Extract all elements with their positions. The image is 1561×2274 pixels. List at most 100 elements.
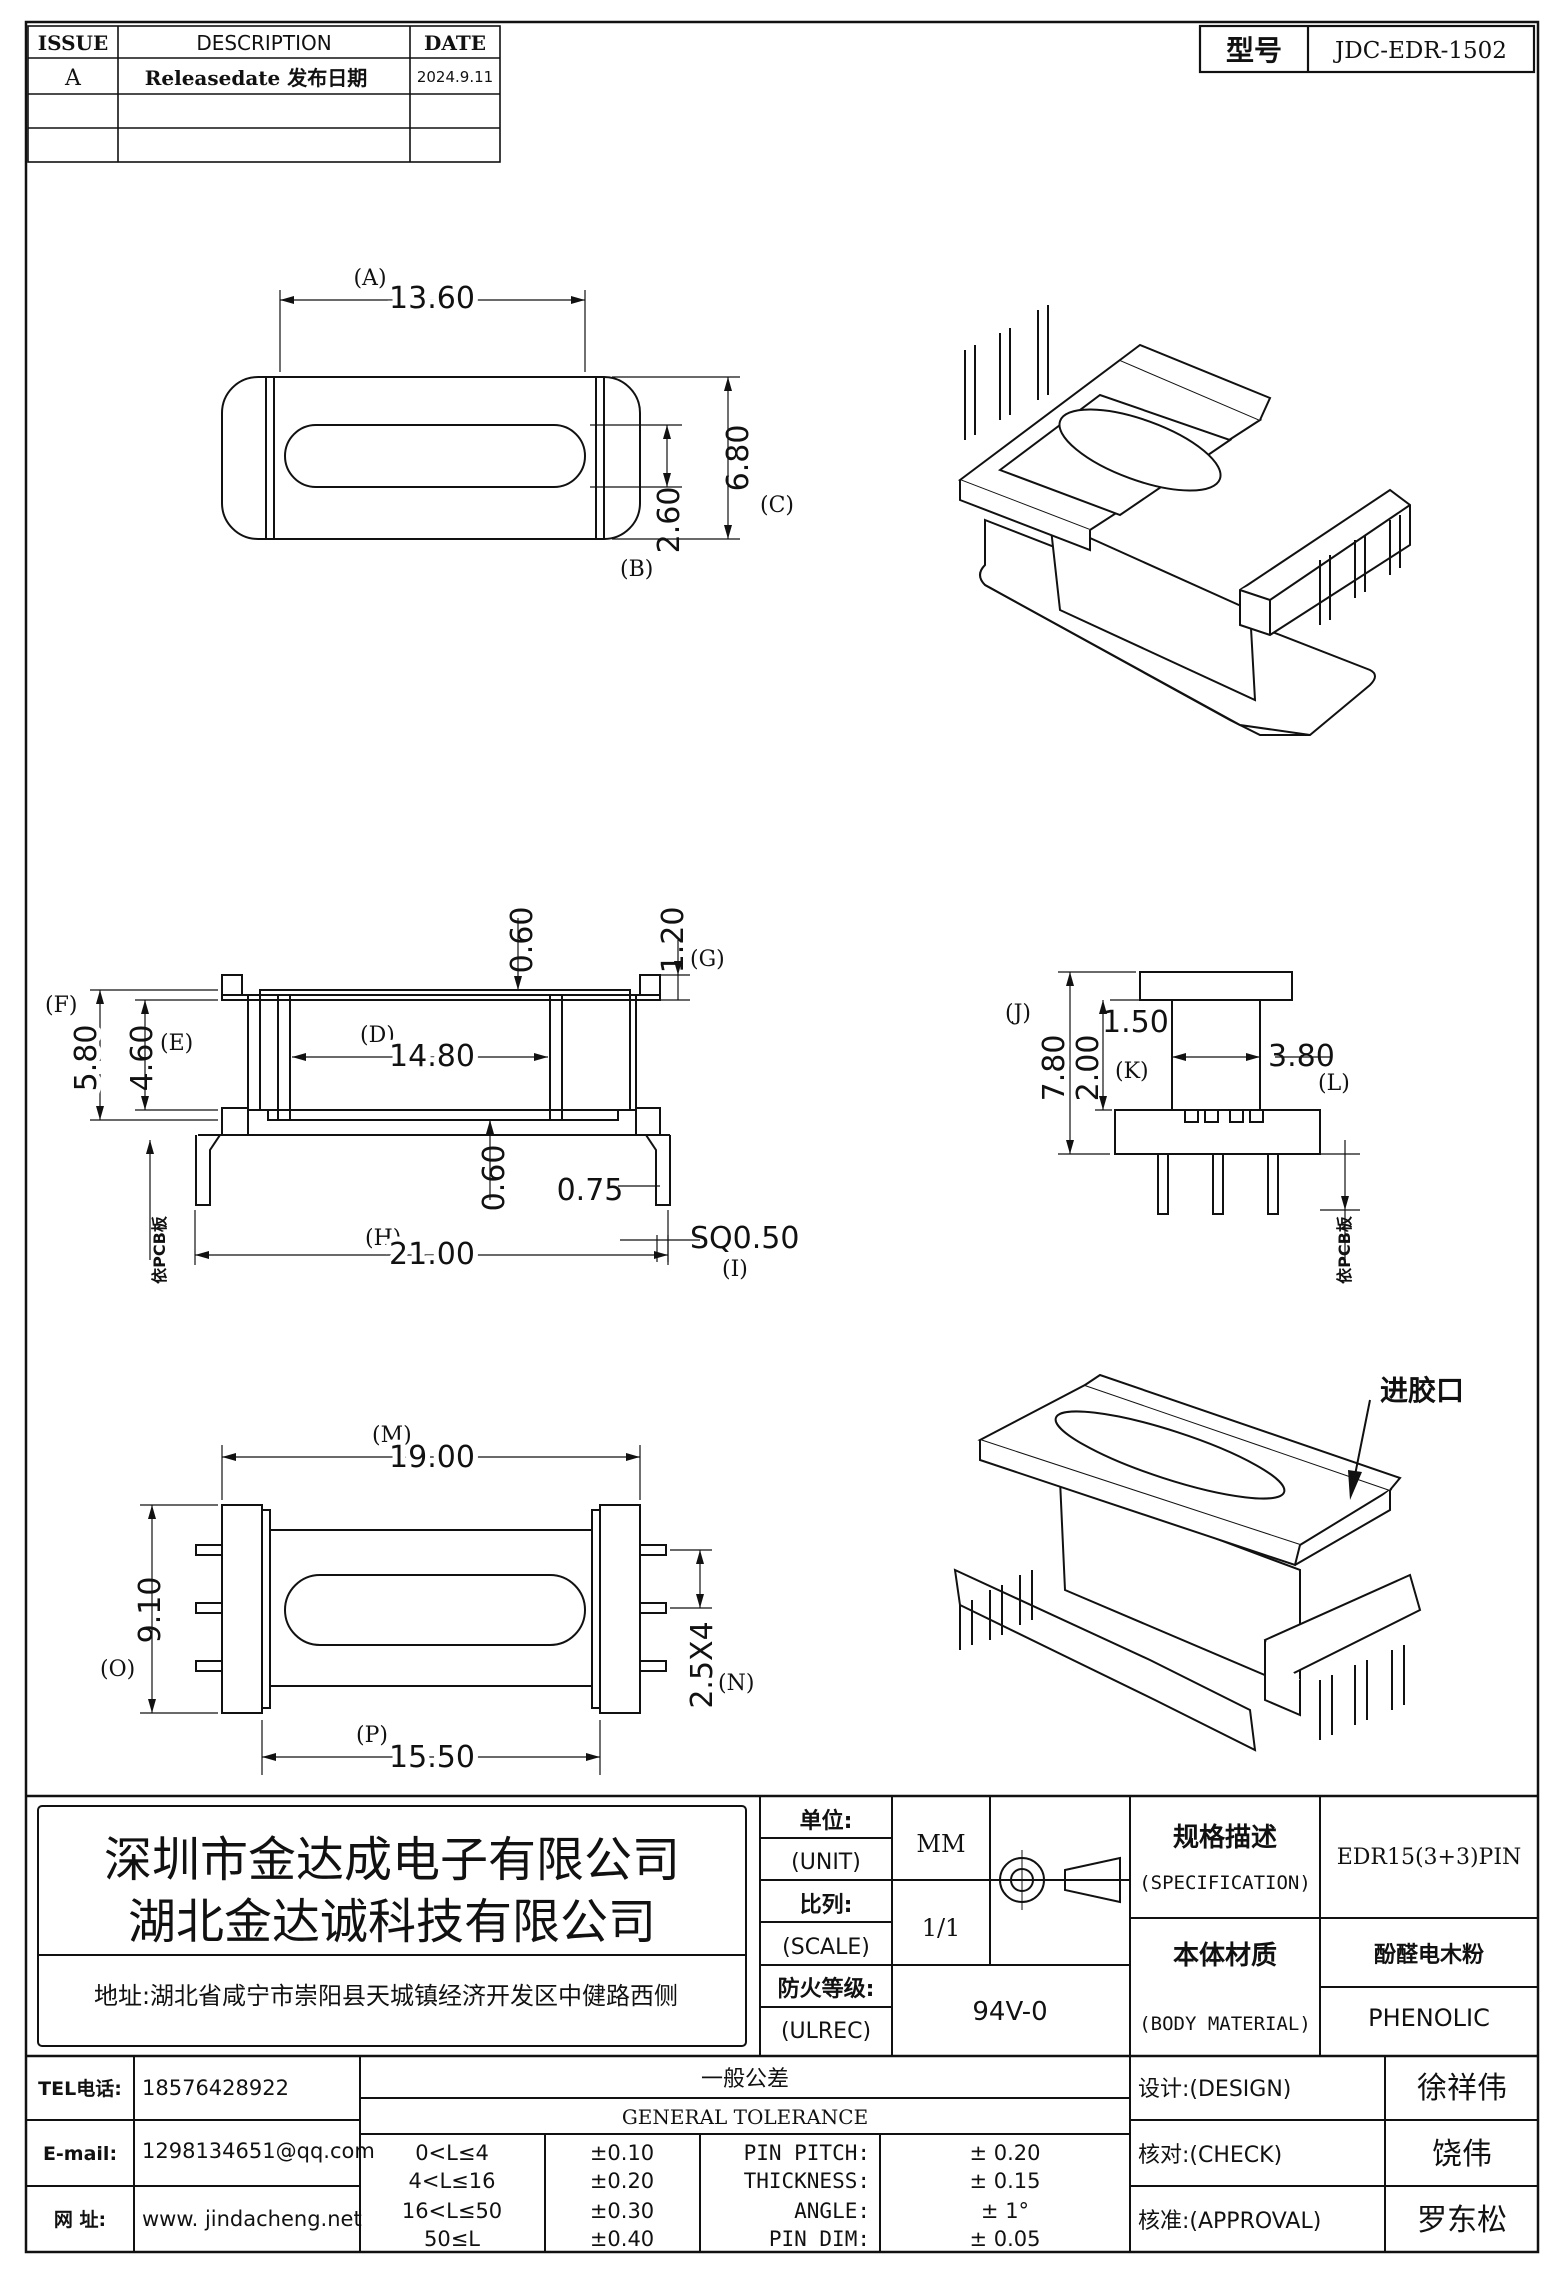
tol-value-4: ±0.40 <box>590 2227 654 2251</box>
dim-h-text: 21.00 <box>389 1237 475 1272</box>
web-value: www. jindacheng.net <box>142 2207 362 2231</box>
spec-label: 规格描述 <box>1173 1822 1277 1853</box>
rev-description-a: Releasedate 发布日期 <box>145 66 367 90</box>
gate-note: 进胶口 <box>1380 1374 1464 1407</box>
dim-d-label: (D) <box>360 1023 395 1048</box>
dim-o-label: (O) <box>100 1657 135 1682</box>
web-label: 网 址: <box>54 2209 106 2231</box>
rev-header-issue: ISSUE <box>38 31 109 55</box>
ulrec-value: 94V-0 <box>972 1997 1047 2027</box>
tol-item-value-4: ± 0.05 <box>969 2227 1040 2251</box>
dim-bottom-flange-value: 0.60 <box>477 1145 512 1212</box>
email-label: E-mail: <box>43 2143 117 2165</box>
dim-b-label: (B) <box>620 557 653 582</box>
dim-i-label: (I) <box>722 1257 748 1282</box>
tol-range-2: 4<L≤16 <box>409 2169 496 2193</box>
tel-value: 18576428922 <box>142 2076 289 2100</box>
material-label: 本体材质 <box>1173 1941 1277 1971</box>
ulrec-label: 防火等级: <box>778 1976 875 2002</box>
dim-total-text: 7.80 <box>1037 1035 1072 1102</box>
company-address: 地址:湖北省咸宁市崇阳县天城镇经济开发区中健路西侧 <box>94 1982 678 2010</box>
dim-m-value: 19.00 <box>389 1440 475 1475</box>
rev-header-date: DATE <box>424 31 486 55</box>
dim-j-value: 1.50 <box>1102 1005 1169 1040</box>
dim-g-label: (G) <box>690 947 725 972</box>
dim-f-text: 5.80 <box>69 1025 104 1092</box>
tol-item-value-3: ± 1° <box>981 2199 1029 2223</box>
dim-p-text: 15.50 <box>389 1740 475 1775</box>
dim-a-text: 13.60 <box>389 281 475 316</box>
dim-c-label: (C) <box>760 493 794 518</box>
dim-e-label: (E) <box>160 1031 193 1056</box>
scale-label-en: (SCALE) <box>782 1935 870 1960</box>
front-view <box>90 918 700 1265</box>
dim-o-value: 9.10 <box>133 1577 168 1644</box>
top-view <box>221 290 740 540</box>
tol-item-3: ANGLE: <box>794 2199 870 2223</box>
check-label: 核对:(CHECK) <box>1138 2143 1282 2168</box>
approval-label: 核准:(APPROVAL) <box>1138 2209 1321 2234</box>
dim-total-value: 7.80 <box>1037 1035 1072 1102</box>
spec-label-en: (SPECIFICATION) <box>1139 1872 1311 1894</box>
dim-f-value: 5.80 <box>69 1025 104 1092</box>
material-value: 酚醛电木粉 <box>1374 1943 1484 1968</box>
scale-value: 1/1 <box>922 1914 961 1942</box>
tel-label: TEL电话: <box>38 2077 122 2100</box>
dim-g-value: 1.20 <box>656 907 691 974</box>
tol-value-3: ±0.30 <box>590 2199 654 2223</box>
dim-e-value: 4.60 <box>125 1025 160 1092</box>
revision-table <box>27 25 501 163</box>
unit-label-en: (UNIT) <box>791 1850 861 1875</box>
tol-item-4: PIN DIM: <box>769 2227 870 2251</box>
unit-label: 单位: <box>800 1808 853 1834</box>
email-value: 1298134651@qq.com <box>142 2139 375 2163</box>
dim-k-label: (K) <box>1115 1059 1149 1084</box>
tolerance-title: 一般公差 <box>701 2067 789 2092</box>
bottom-view <box>140 1445 712 1775</box>
dim-m-text: 19.00 <box>389 1440 475 1475</box>
dim-j-label: (J) <box>1005 1001 1031 1026</box>
tol-item-value-1: ± 0.20 <box>969 2141 1040 2165</box>
model-label: 型号 <box>1226 34 1282 67</box>
dim-pin-offset-value: 0.75 <box>557 1173 624 1208</box>
dim-p-label: (P) <box>356 1723 388 1748</box>
side-view <box>1058 971 1360 1260</box>
pcb-ref-note-side: 依PCB板 <box>1335 1215 1354 1284</box>
tol-range-3: 16<L≤50 <box>402 2199 502 2223</box>
scale-label: 比列: <box>800 1893 853 1918</box>
tol-value-2: ±0.20 <box>590 2169 654 2193</box>
gate-arrow <box>1348 1399 1371 1500</box>
dim-k-value: 2.00 <box>1071 1035 1106 1102</box>
dim-a-value: 13.60 <box>389 281 475 316</box>
title-block-grid <box>26 1794 1538 2252</box>
design-value: 徐祥伟 <box>1417 2071 1507 2106</box>
model-value: JDC-EDR-1502 <box>1333 38 1507 64</box>
dim-top-flange-value: 0.60 <box>505 907 540 974</box>
dim-b-value: 2.60 <box>652 487 687 554</box>
dim-d-value: 14.80 <box>389 1039 475 1074</box>
tol-item-1: PIN PITCH: <box>744 2141 870 2165</box>
tol-item-value-2: ± 0.15 <box>969 2169 1040 2193</box>
tol-value-1: ±0.10 <box>590 2141 654 2165</box>
spec-value: EDR15(3+3)PIN <box>1337 1845 1522 1870</box>
dim-f-label: (F) <box>45 993 77 1018</box>
rev-date-a: 2024.9.11 <box>417 68 493 86</box>
dim-i-value: SQ0.50 <box>690 1221 799 1256</box>
dim-h-label: (H) <box>365 1226 401 1251</box>
rev-issue-a: A <box>64 66 82 91</box>
company-name-2: 湖北金达诚科技有限公司 <box>128 1894 656 1950</box>
tol-range-4: 50≤L <box>424 2227 480 2251</box>
dim-d-text: 14.80 <box>389 1039 475 1074</box>
dim-h-value: 21.00 <box>389 1237 475 1272</box>
approval-value: 罗东松 <box>1417 2203 1507 2238</box>
unit-value: MM <box>916 1830 965 1858</box>
dim-c-value: 6.80 <box>721 425 756 492</box>
dim-l-label: (L) <box>1318 1071 1350 1096</box>
tolerance-title-en: GENERAL TOLERANCE <box>622 2105 868 2129</box>
company-name-1: 深圳市金达成电子有限公司 <box>104 1832 680 1888</box>
dim-n-label: (N) <box>718 1671 754 1696</box>
dim-l-value: 3.80 <box>1268 1039 1335 1074</box>
dim-p-value: 15.50 <box>389 1740 475 1775</box>
tol-item-2: THICKNESS: <box>744 2169 870 2193</box>
